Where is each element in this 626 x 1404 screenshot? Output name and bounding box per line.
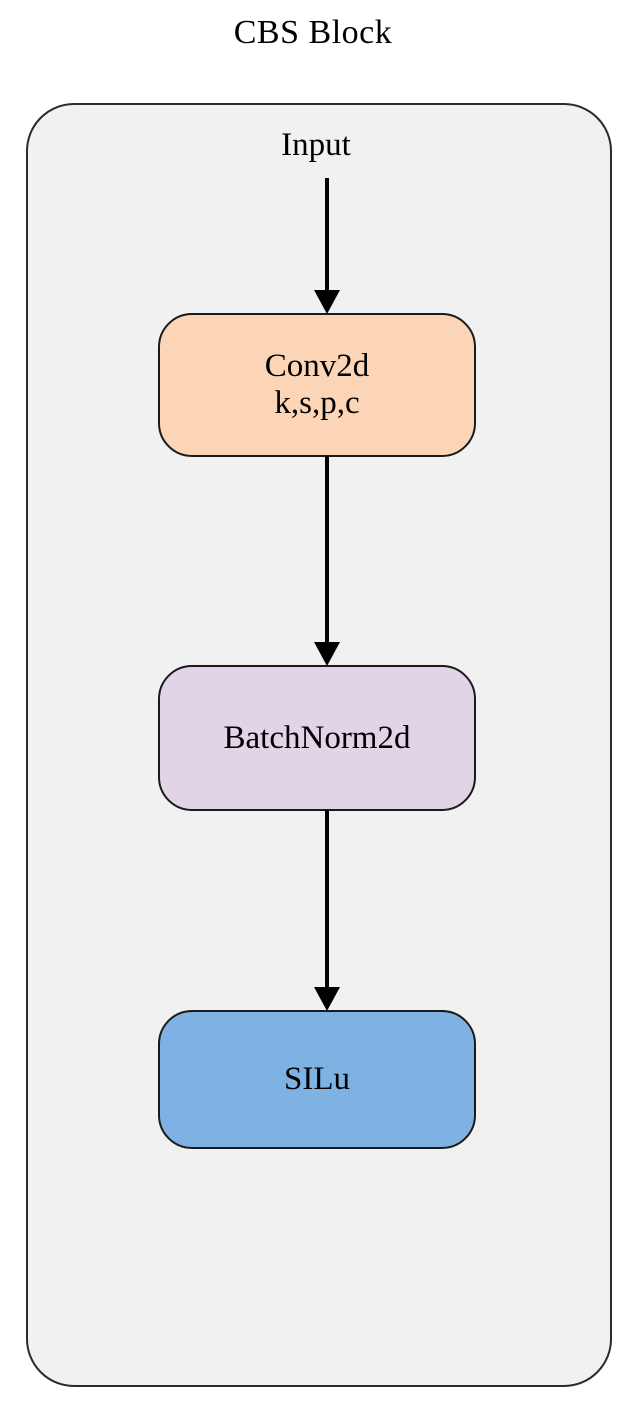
page-title: CBS Block — [233, 14, 393, 51]
arrow-shaft — [325, 178, 329, 291]
node-batchnorm2d-line1: BatchNorm2d — [223, 719, 411, 756]
node-conv2d-line2: k,s,p,c — [274, 385, 360, 421]
arrow-shaft — [325, 456, 329, 643]
node-silu[interactable]: SILu — [158, 1010, 476, 1149]
node-conv2d-line1: Conv2d — [264, 348, 370, 385]
node-silu-line1: SILu — [284, 1061, 350, 1098]
input-label: Input — [281, 127, 351, 163]
arrow-batchnorm2d-to-silu — [312, 810, 342, 1011]
arrow-head-icon — [314, 987, 340, 1011]
arrow-conv2d-to-batchnorm2d — [312, 456, 342, 666]
arrow-input-to-conv2d — [312, 178, 342, 314]
arrow-head-icon — [314, 642, 340, 666]
node-conv2d[interactable]: Conv2d k,s,p,c — [158, 313, 476, 457]
arrow-head-icon — [314, 290, 340, 314]
node-batchnorm2d[interactable]: BatchNorm2d — [158, 665, 476, 811]
arrow-shaft — [325, 810, 329, 988]
